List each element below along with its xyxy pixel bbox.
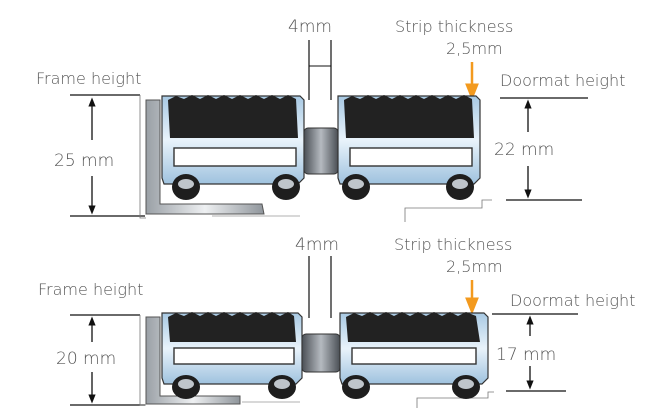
floor-step-top	[404, 199, 492, 222]
floor-step-bottom	[416, 391, 494, 408]
strip-rect-right-top	[349, 147, 473, 167]
connector-top	[303, 127, 339, 175]
aluminium-frame-bottom	[145, 316, 241, 405]
doormat-label-top: Doormat height	[500, 71, 625, 90]
profile-right-top	[337, 95, 481, 200]
gap-label-top: 4mm	[288, 17, 332, 37]
diagram-top: 4mm Strip thickness 2,5mm Frame height 2…	[36, 17, 625, 222]
brush-left-top	[168, 95, 298, 138]
strip-title-top: Strip thickness	[395, 17, 513, 36]
brush-right-bottom	[346, 312, 480, 342]
frame-outline-bottom	[139, 315, 146, 406]
brush-left-bottom	[168, 312, 296, 342]
strip-rect-right-bottom	[351, 347, 477, 365]
profile-left-top	[161, 95, 305, 200]
strip-value-bottom: 2,5mm	[446, 257, 503, 276]
doormat-value-bottom: 17 mm	[496, 345, 556, 365]
profile-left-bottom	[161, 312, 303, 399]
gap-label-bottom: 4mm	[295, 235, 339, 255]
aluminium-frame-top	[145, 99, 265, 215]
frame-outline-top	[139, 95, 146, 219]
strip-rect-left-bottom	[173, 347, 295, 365]
frame-value-bottom: 20 mm	[56, 349, 116, 369]
frame-label-bottom: Frame height	[38, 280, 143, 299]
frame-label-top: Frame height	[36, 69, 141, 88]
connector-bottom	[301, 333, 341, 373]
doormat-value-top: 22 mm	[494, 140, 554, 160]
frame-value-top: 25 mm	[54, 151, 114, 171]
doormat-label-bottom: Doormat height	[510, 291, 635, 310]
profile-right-bottom	[339, 312, 489, 399]
brush-right-top	[344, 95, 474, 138]
strip-title-bottom: Strip thickness	[394, 235, 512, 254]
strip-value-top: 2,5mm	[446, 39, 503, 58]
strip-rect-left-top	[173, 147, 297, 167]
diagram-bottom: 4mm Strip thickness 2,5mm Frame height 2…	[38, 235, 635, 408]
